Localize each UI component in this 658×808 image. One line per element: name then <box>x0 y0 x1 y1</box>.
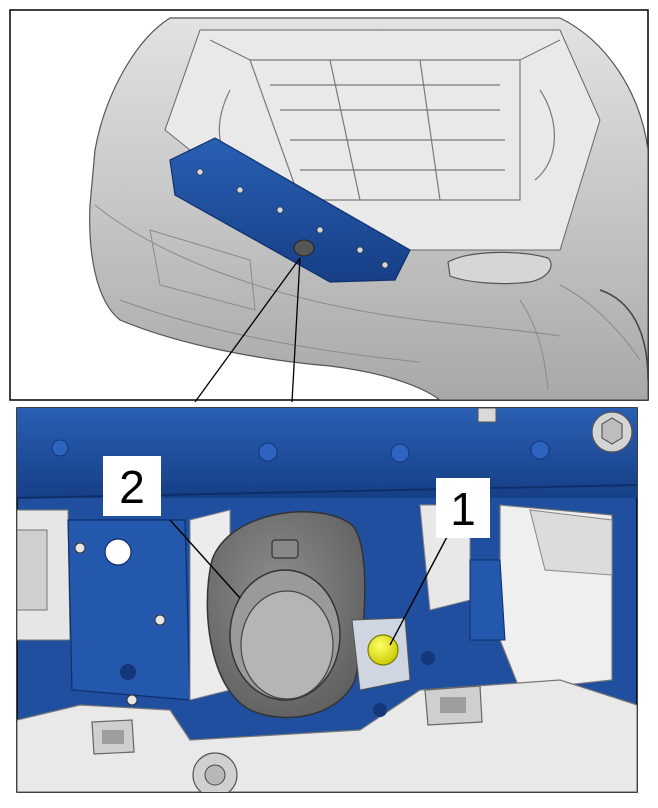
detail-panel: 2 1 <box>16 407 638 793</box>
right-white-component-face <box>529 509 613 576</box>
lower-bumper-support <box>17 679 637 792</box>
lower-slot-inner <box>102 697 466 744</box>
wheel-arch <box>599 289 648 381</box>
callout-2-label: 2 <box>119 461 145 513</box>
bracket-dimple <box>120 664 136 680</box>
bracket-rivet-2 <box>154 614 166 626</box>
front-crossmember <box>169 137 411 283</box>
small-bolt <box>126 694 138 706</box>
callout-1: 1 <box>436 478 490 538</box>
bolt-top-right <box>591 411 633 453</box>
headlight-right <box>447 251 552 285</box>
overview-panel <box>9 9 649 401</box>
left-bracket-block <box>17 529 48 611</box>
bolt-bottom <box>192 752 238 792</box>
tow-cover-tab <box>271 539 299 559</box>
callout-2: 2 <box>103 456 161 516</box>
right-blue-strip <box>469 559 506 641</box>
top-clip <box>477 408 497 423</box>
crossmember-holes <box>196 168 389 269</box>
callout-1-label: 1 <box>450 483 476 535</box>
right-dimple <box>421 651 435 665</box>
leader-line-1 <box>389 534 449 646</box>
bracket-hole <box>104 538 132 566</box>
crossmember-dimples <box>51 439 550 463</box>
yellow-fastener <box>351 617 411 691</box>
bumper-contours <box>94 204 641 391</box>
tow-cover-overview <box>293 239 315 257</box>
zoom-lines <box>194 257 301 403</box>
lower-dimple <box>373 703 387 717</box>
tow-eye-cover <box>206 511 366 719</box>
bay-structure <box>209 39 561 201</box>
bracket-rivet <box>74 542 86 554</box>
leader-lines <box>169 519 449 646</box>
leader-line-2 <box>169 519 241 599</box>
